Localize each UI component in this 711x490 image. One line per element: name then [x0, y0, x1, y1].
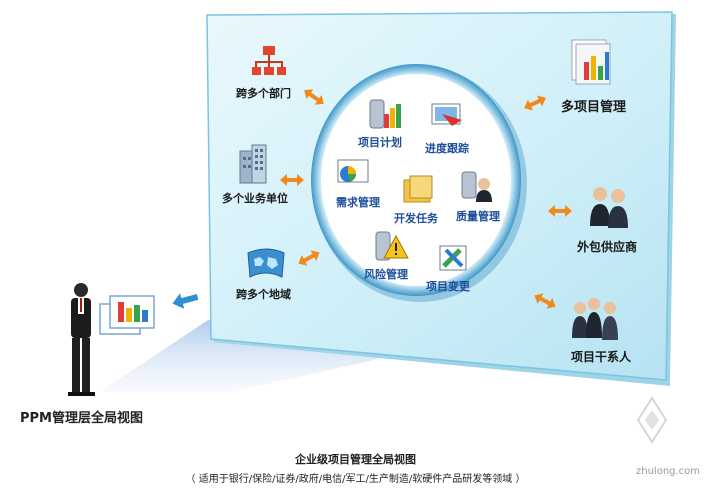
caption-subtitle: （ 适用于银行/保险/证券/政府/电信/军工/生产制造/软硬件产品研发等领域 ） — [185, 474, 526, 485]
node-label-cross-region: 跨多个地域 — [236, 288, 291, 301]
inner-label-requirements-management: 需求管理 — [336, 196, 380, 209]
connector-arrows — [280, 89, 572, 309]
project-change-icon — [439, 245, 467, 271]
arrow-multi-business-unit — [280, 174, 304, 186]
arrow-multi-project — [524, 95, 546, 111]
inner-label-progress-tracking: 进度跟踪 — [425, 142, 469, 155]
arrow-cross-department — [304, 89, 324, 105]
mini-screens — [99, 295, 155, 335]
map-icon — [247, 248, 285, 278]
watermark-text: zhulong.com — [636, 466, 701, 477]
inner-label-quality-management: 质量管理 — [456, 210, 500, 223]
node-label-outsourcing-supplier: 外包供应商 — [577, 240, 638, 254]
quality-management-icon — [461, 171, 492, 202]
arrow-outsourcing — [548, 205, 572, 217]
perspective-floor — [100, 320, 420, 392]
multi-project-icon — [571, 39, 611, 85]
return-arrow — [172, 293, 199, 309]
inner-label-risk-management: 风险管理 — [364, 268, 408, 281]
project-plan-icon — [369, 99, 401, 129]
viewer-label: PPM管理层全局视图 — [20, 411, 143, 426]
stakeholders-icon — [572, 298, 618, 340]
development-task-icon — [403, 175, 433, 203]
watermark-logo — [636, 396, 668, 444]
node-label-cross-department: 跨多个部门 — [236, 87, 291, 100]
inner-label-development-tasks: 开发任务 — [394, 212, 438, 225]
risk-management-icon — [375, 231, 409, 261]
progress-tracking-icon — [431, 103, 462, 126]
caption-title: 企业级项目管理全局视图 — [295, 453, 416, 466]
node-label-project-stakeholders: 项目干系人 — [571, 350, 632, 364]
inner-label-project-plan: 项目计划 — [358, 136, 402, 149]
manager-figure — [68, 283, 95, 396]
node-label-multi-business-unit: 多个业务单位 — [222, 192, 288, 205]
inner-label-project-change: 项目变更 — [426, 280, 470, 293]
arrow-stakeholders — [534, 293, 556, 309]
building-icon — [239, 144, 267, 184]
requirements-icon — [337, 159, 369, 183]
node-label-multi-project-management: 多项目管理 — [561, 100, 627, 115]
org-chart-icon — [252, 46, 286, 75]
arrow-cross-region — [298, 250, 320, 266]
supplier-people-icon — [590, 187, 628, 228]
